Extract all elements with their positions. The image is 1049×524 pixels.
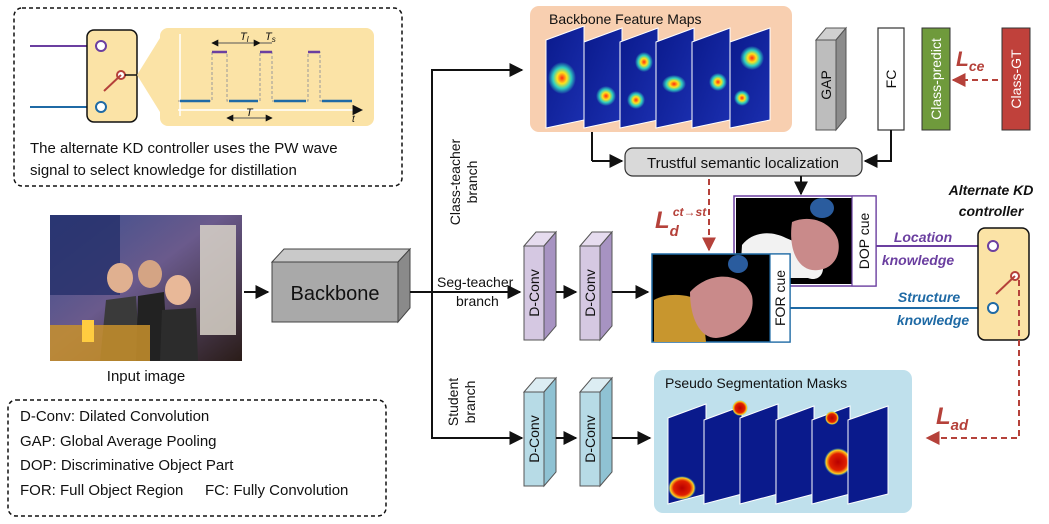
fc-label: FC xyxy=(883,70,899,89)
dconv-label: D-Conv xyxy=(582,415,598,462)
loss-ce: Lce xyxy=(956,48,985,74)
pseudo-masks-title: Pseudo Segmentation Masks xyxy=(665,375,847,391)
feature-map-5 xyxy=(691,27,731,129)
dconv-label: D-Conv xyxy=(526,415,542,462)
legend-item-for: FOR: Full Object Region xyxy=(20,482,183,499)
dconv-label: D-Conv xyxy=(582,269,598,316)
pseudo-segmentation-masks-panel: Pseudo Segmentation Masks xyxy=(654,370,912,513)
feature-map-4 xyxy=(655,27,695,129)
class-gt-block: Class-GT xyxy=(1001,27,1031,131)
structure-knowledge-line2: knowledge xyxy=(897,312,970,328)
feature-map-6 xyxy=(729,27,771,129)
for-cue-map: FOR cue xyxy=(651,253,791,343)
location-knowledge-line1: Location xyxy=(894,229,952,245)
legend-item-gap: GAP: Global Average Pooling xyxy=(20,433,217,450)
tsl-label: Trustful semantic localization xyxy=(647,155,839,172)
feature-map-1 xyxy=(545,25,585,129)
wave-label-ts: Ts xyxy=(265,31,276,44)
structure-knowledge-line1: Structure xyxy=(898,289,960,305)
for-cue-label: FOR cue xyxy=(772,270,788,326)
alt-controller-title-2: controller xyxy=(959,203,1025,219)
input-image xyxy=(50,215,242,361)
controller-caption-line1: The alternate KD controller uses the PW … xyxy=(30,140,338,157)
feature-map-3 xyxy=(619,27,659,129)
gap-label: GAP xyxy=(818,70,834,100)
pseudo-mask-4 xyxy=(775,405,815,505)
student-branch-label-2: branch xyxy=(462,381,478,424)
class-predict-label: Class-predict xyxy=(928,38,944,120)
wave-label-time: t xyxy=(352,114,356,125)
gap-block: GAP xyxy=(814,26,848,132)
legend-item-fc: FC: Fully Convolution xyxy=(205,482,348,499)
alt-controller-title-1: Alternate KD xyxy=(948,182,1034,198)
legend-box: D-Conv: Dilated Convolution GAP: Global … xyxy=(7,399,387,517)
location-knowledge-line2: knowledge xyxy=(882,252,955,268)
branch-connectors xyxy=(410,63,524,445)
wave-label-tl: Tl xyxy=(240,31,249,44)
feature-map-2 xyxy=(583,27,623,129)
dconv-label: D-Conv xyxy=(526,269,542,316)
legend-item-dop: DOP: Discriminative Object Part xyxy=(20,457,234,474)
fc-block: FC xyxy=(877,27,905,131)
input-image-label: Input image xyxy=(107,368,185,385)
loss-ad: Lad xyxy=(936,403,969,434)
pseudo-mask-6 xyxy=(847,405,889,505)
student-dconv-2: D-Conv xyxy=(578,376,614,488)
class-teacher-branch-label-2: branch xyxy=(464,161,480,204)
backbone-feature-maps-panel: Backbone Feature Maps xyxy=(530,6,792,132)
pseudo-mask-2 xyxy=(703,405,743,505)
trustful-semantic-localization-box: Trustful semantic localization xyxy=(624,147,863,177)
feature-maps-title: Backbone Feature Maps xyxy=(549,11,702,27)
seg-teacher-branch-label-1: Seg-teacher xyxy=(437,274,514,290)
wave-label-period: T xyxy=(246,107,254,119)
seg-teacher-dconv-1: D-Conv xyxy=(522,230,558,342)
class-teacher-branch-label-1: Class-teacher xyxy=(447,138,463,225)
controller-caption-line2: signal to select knowledge for distillat… xyxy=(30,162,297,179)
dop-cue-label: DOP cue xyxy=(856,213,872,270)
seg-teacher-dconv-2: D-Conv xyxy=(578,230,614,342)
class-gt-label: Class-GT xyxy=(1008,49,1024,109)
backbone-block: Backbone xyxy=(270,247,412,324)
pseudo-mask-5 xyxy=(811,405,852,505)
class-predict-block: Class-predict xyxy=(921,27,951,131)
pseudo-mask-3 xyxy=(732,400,779,505)
pseudo-mask-1 xyxy=(667,403,707,505)
student-dconv-1: D-Conv xyxy=(522,376,558,488)
loss-d: Ldct→st xyxy=(655,205,707,240)
seg-teacher-branch-label-2: branch xyxy=(456,293,499,309)
legend-item-dconv: D-Conv: Dilated Convolution xyxy=(20,408,209,425)
controller-explanation-panel: Tl Ts T t The alternate KD controller us… xyxy=(13,7,403,187)
backbone-label: Backbone xyxy=(291,283,380,305)
switch-icon xyxy=(86,29,138,123)
student-branch-label-1: Student xyxy=(445,378,461,426)
alternate-kd-controller xyxy=(977,227,1030,341)
